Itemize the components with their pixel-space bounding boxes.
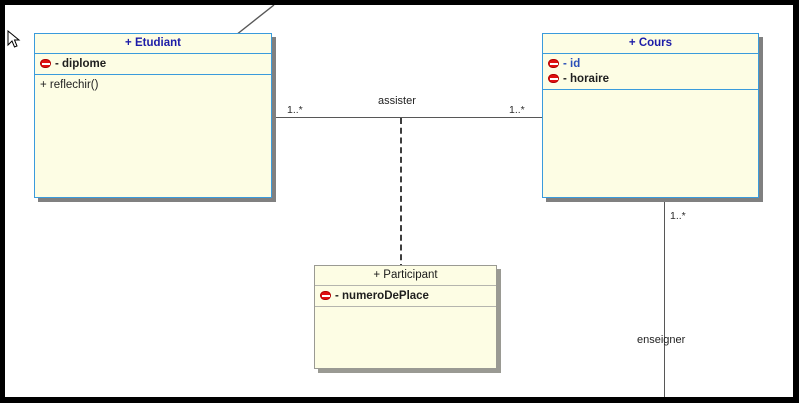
private-icon xyxy=(40,58,51,69)
association-label-assister[interactable]: assister xyxy=(378,95,416,107)
attribute-row[interactable]: - id xyxy=(543,56,758,71)
multiplicity-etudiant-assister[interactable]: 1..* xyxy=(287,104,303,116)
class-operations-participant[interactable] xyxy=(315,307,496,309)
attribute-label: - id xyxy=(563,57,581,70)
attribute-row[interactable]: - diplome xyxy=(35,56,271,71)
private-icon xyxy=(548,73,559,84)
class-title-cours[interactable]: + Cours xyxy=(543,34,758,54)
class-title-participant[interactable]: + Participant xyxy=(315,266,496,286)
class-box-etudiant[interactable]: + Etudiant - diplome + reflechir() xyxy=(34,33,272,198)
multiplicity-cours-assister[interactable]: 1..* xyxy=(509,104,525,116)
attribute-row[interactable]: - horaire xyxy=(543,71,758,86)
class-attributes-cours[interactable]: - id - horaire xyxy=(543,54,758,90)
class-operations-cours[interactable] xyxy=(543,90,758,92)
operation-row[interactable]: + reflechir() xyxy=(35,77,271,92)
class-attributes-etudiant[interactable]: - diplome xyxy=(35,54,271,75)
private-icon xyxy=(548,58,559,69)
class-operations-etudiant[interactable]: + reflechir() xyxy=(35,75,271,92)
association-label-enseigner[interactable]: enseigner xyxy=(637,334,686,346)
class-box-cours[interactable]: + Cours - id - horaire xyxy=(542,33,759,198)
attribute-label: - horaire xyxy=(563,72,610,85)
attribute-row[interactable]: - numeroDePlace xyxy=(315,288,496,303)
mouse-cursor-icon xyxy=(7,30,21,48)
association-class-dashed-link[interactable] xyxy=(400,118,402,270)
attribute-label: - numeroDePlace xyxy=(335,289,429,302)
association-line-assister[interactable] xyxy=(272,117,542,118)
class-title-etudiant[interactable]: + Etudiant xyxy=(35,34,271,54)
association-line-enseigner[interactable] xyxy=(664,198,665,397)
private-icon xyxy=(320,290,331,301)
diagram-canvas[interactable]: assister 1..* 1..* 1..* enseigner + Etud… xyxy=(5,5,793,397)
multiplicity-cours-enseigner[interactable]: 1..* xyxy=(670,210,686,222)
diagonal-connector-line[interactable] xyxy=(230,5,280,41)
class-box-participant[interactable]: + Participant - numeroDePlace xyxy=(314,265,497,369)
operation-label: + reflechir() xyxy=(40,78,99,91)
attribute-label: - diplome xyxy=(55,57,107,70)
class-attributes-participant[interactable]: - numeroDePlace xyxy=(315,286,496,307)
